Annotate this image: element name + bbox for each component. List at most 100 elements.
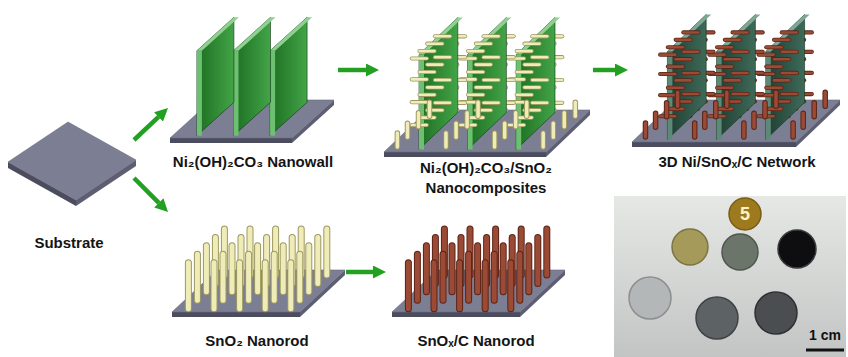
nanorod (683, 93, 698, 96)
nanorod-outline (782, 30, 797, 34)
nanorod (517, 50, 532, 53)
nanorod-outline (524, 42, 539, 46)
stage-label: Ni₂(OH)₂CO₃/SnO₂ Nanocomposites (382, 158, 590, 198)
nanorod (420, 71, 435, 74)
nanorod-outline (513, 113, 519, 127)
nanorod-outline (453, 123, 459, 137)
nanorod (503, 123, 507, 137)
nanorod-outline (532, 34, 547, 38)
nanorod-outline (653, 113, 659, 127)
nanorod (450, 246, 455, 292)
nanorod-outline (194, 254, 201, 300)
nanorod (676, 92, 680, 106)
scale-label: 1 cm (800, 326, 848, 344)
nanorod-outline (484, 78, 499, 82)
nanorod (454, 123, 458, 137)
plate-top (8, 122, 136, 200)
nanorod (725, 39, 740, 42)
nanorod-outline (668, 45, 683, 49)
nanorod (733, 72, 748, 75)
nanorod-outline (517, 49, 532, 53)
nanorod-outline (435, 101, 450, 105)
nanorod (654, 113, 658, 127)
nanorod-outline (532, 101, 547, 105)
nanorod-outline (484, 34, 499, 38)
nanorod (517, 254, 522, 300)
nanorod-outline (468, 70, 483, 74)
nanorod (812, 103, 816, 117)
nanorod (427, 86, 442, 89)
nanorod-outline (416, 113, 422, 127)
stage-box: SnOₓ/C Nanorod (386, 205, 566, 353)
nanorod-outline (491, 254, 498, 300)
nanorod (230, 246, 235, 292)
nanorod (733, 93, 748, 96)
nanorod (420, 50, 435, 53)
nanorod-outline (476, 85, 491, 89)
nanorod (532, 35, 547, 38)
nanorod-outline (733, 71, 748, 75)
nanorod-outline (412, 100, 427, 104)
nanowall-top (234, 17, 276, 50)
nanowall (717, 15, 756, 140)
nanowall (468, 18, 507, 150)
nanorod (441, 254, 446, 300)
nanorod (823, 92, 827, 106)
nanorod (725, 79, 740, 82)
nanorod-outline (683, 50, 698, 54)
nanorod (281, 246, 286, 292)
nanorod-outline (532, 78, 547, 82)
nanorod (766, 46, 781, 49)
nanorod (552, 123, 556, 137)
nanorod (801, 113, 805, 127)
nanorod-outline (668, 86, 683, 90)
nanorod (791, 123, 795, 137)
nanorod-outline (811, 103, 817, 117)
nanorod (774, 58, 789, 61)
nanorod-outline (692, 123, 698, 137)
nanorod-outline (435, 78, 450, 82)
stage-box: Ni₂(OH)₂CO₃ Nanowall (168, 2, 338, 174)
coin-number: 5 (735, 203, 755, 225)
nanorod-outline (717, 65, 732, 69)
nanorod (306, 246, 311, 292)
nanorod (714, 103, 718, 117)
nanorod-outline (540, 133, 546, 147)
nanorod (782, 72, 797, 75)
nanorod (412, 101, 427, 104)
nanorod-outline (500, 246, 507, 292)
nanorod-outline (675, 92, 681, 106)
nanorod-outline (412, 77, 427, 81)
nanorod (475, 246, 480, 292)
nanorod (725, 58, 740, 61)
nanorod-outline (562, 113, 568, 127)
nanorod-outline (543, 229, 550, 275)
nanorod-outline (782, 50, 797, 54)
nanorod (483, 263, 488, 309)
nanorod (733, 51, 748, 54)
nanorod (186, 263, 191, 309)
nanorod-outline (717, 86, 732, 90)
nanorod (683, 51, 698, 54)
nanowall-top (667, 15, 711, 52)
nanorod-outline (476, 42, 491, 46)
nanorod-outline (660, 93, 675, 97)
nanorod (766, 65, 781, 68)
nanorod (717, 46, 732, 49)
nanorod (263, 263, 268, 309)
nanorod (676, 58, 691, 61)
stage-box: Substrate (4, 115, 134, 255)
nanorod (508, 263, 513, 309)
nanorod (315, 237, 320, 283)
nanorod (484, 102, 499, 105)
nanorod (725, 92, 729, 106)
nanorod (237, 263, 242, 309)
nanorod (415, 254, 420, 300)
nanorod-outline (492, 133, 498, 147)
nanorod-outline (449, 246, 456, 292)
nanorod (428, 102, 432, 116)
nanorod (468, 50, 483, 53)
nanorod-outline (229, 246, 236, 292)
